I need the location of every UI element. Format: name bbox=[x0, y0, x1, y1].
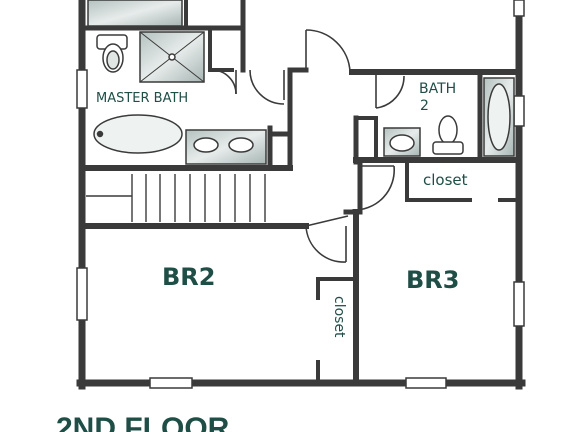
door-master-swing2 bbox=[249, 69, 285, 105]
window-br3-bottom bbox=[405, 377, 447, 389]
window-br3-right bbox=[513, 281, 525, 327]
shower-drain-icon bbox=[168, 53, 176, 61]
door-br3-swing bbox=[351, 165, 395, 211]
windows bbox=[76, 0, 525, 389]
door-hall-top-swing bbox=[305, 29, 351, 73]
bath2-toilet-bowl-icon bbox=[438, 115, 458, 145]
stairs bbox=[86, 174, 266, 222]
door-bath2-swing bbox=[375, 75, 405, 109]
bathtub-icon bbox=[93, 114, 183, 154]
window-bath2-right bbox=[513, 95, 525, 127]
label-closet-top: closet bbox=[423, 171, 468, 189]
sink-icon bbox=[193, 137, 219, 153]
label-bath2-line1: BATH bbox=[419, 81, 456, 97]
window-master-left bbox=[76, 69, 88, 109]
bath2-toilet-tank-icon bbox=[432, 141, 464, 155]
label-master-bath: MASTER BATH bbox=[96, 91, 188, 106]
label-br3: BR3 bbox=[406, 266, 459, 294]
toilet-seat-icon bbox=[106, 50, 120, 70]
bath2-tub-basin-icon bbox=[487, 83, 511, 151]
window-br2-left bbox=[76, 267, 88, 321]
doors bbox=[211, 29, 405, 263]
window-top-right bbox=[513, 0, 525, 17]
door-master-swing bbox=[211, 69, 237, 95]
window-br2-bottom bbox=[149, 377, 193, 389]
door-br2-leaf bbox=[305, 215, 349, 227]
label-closet-side: closet bbox=[331, 296, 347, 338]
bath2-sink-icon bbox=[389, 134, 415, 152]
floor-caption: 2ND FLOOR bbox=[56, 412, 230, 432]
fixtures bbox=[87, 0, 515, 165]
door-br2-swing bbox=[305, 225, 347, 263]
label-br2: BR2 bbox=[162, 263, 215, 291]
glass-nook bbox=[87, 0, 183, 27]
bathtub-drain-icon bbox=[96, 130, 104, 138]
sink-icon bbox=[228, 137, 254, 153]
label-bath2-line2: 2 bbox=[420, 98, 429, 114]
